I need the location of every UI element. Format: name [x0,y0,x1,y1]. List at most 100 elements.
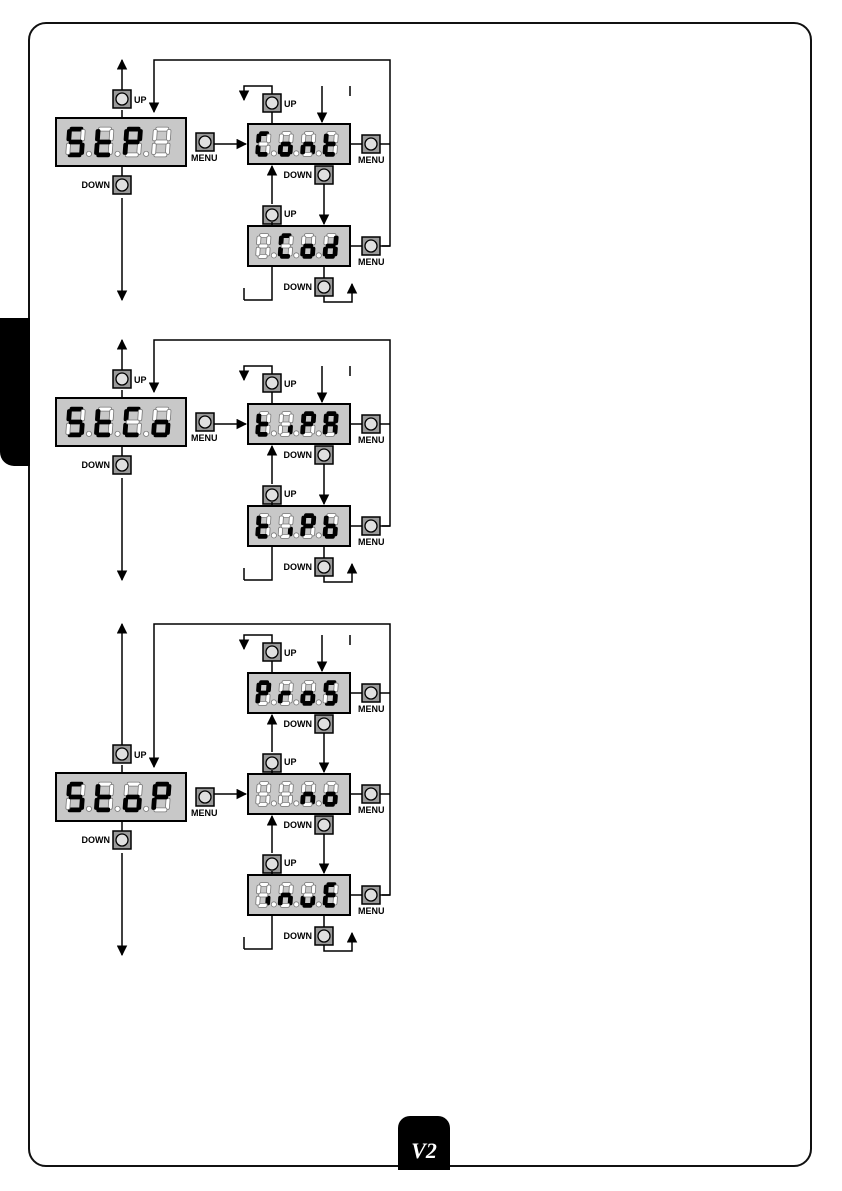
panel-2-sub-1-menu-button[interactable] [362,415,380,433]
panel-3-main-menu-button-knob[interactable] [199,791,211,803]
panel-2-sub-1-display-dot-3 [316,431,321,436]
panel-2-sub-2-display-dot-2 [294,533,299,538]
panel-2-sub-2-menu-button-knob[interactable] [365,520,377,532]
panel-3-sub-3-up-button-knob[interactable] [266,858,278,870]
panel-2-main-display-dot-3 [144,431,149,436]
panel-3-main-up-button-knob[interactable] [116,748,128,760]
panel-1-sub-2-display-dot-3 [316,253,321,258]
panel-3-sub-2-down-button[interactable] [315,816,333,834]
panel-3-top-up-button[interactable] [263,643,281,661]
panel-2-main-display-dot-1 [86,431,91,436]
panel-1-sub-2-up-button[interactable] [263,206,281,224]
panel-1-sub-2-menu-button[interactable] [362,237,380,255]
panel-2-sub-1-display-dot-1 [271,431,276,436]
panel-3-sub-1-menu-button-knob[interactable] [365,687,377,699]
panel-2-main-up-button-knob[interactable] [116,373,128,385]
panel-3-main-down-label: DOWN [82,835,111,845]
panel-3-sub-2-up-button[interactable] [263,754,281,772]
panel-1-top-up-button-knob[interactable] [266,97,278,109]
panel-3-main-down-button-knob[interactable] [116,834,128,846]
panel-2-bottom-up-exit [244,546,272,580]
panel-2-main-menu-label: MENU [191,433,218,443]
panel-3-bottom-up-exit [244,915,272,949]
panel-2-main-menu-button-knob[interactable] [199,416,211,428]
panel-2-main-down-button-knob[interactable] [116,459,128,471]
panel-2-bottom-down-button-knob[interactable] [318,561,330,573]
panel-2-top-up-button[interactable] [263,374,281,392]
panel-2-main-up-button[interactable] [113,370,131,388]
panel-2-main-down-button[interactable] [113,456,131,474]
panel-2-sub-2-display [248,506,350,546]
panel-3-sub-3-menu-button-knob[interactable] [365,889,377,901]
panel-2-bottom-down-label: DOWN [284,562,313,572]
panel-3-sub-2-up-button-knob[interactable] [266,757,278,769]
panel-1-sub-1-display-dot-1 [271,151,276,156]
panel-1-main-down-label: DOWN [82,180,111,190]
panel-2-sub-1-down-button-knob[interactable] [318,449,330,461]
panel-3-sub-2-menu-button-knob[interactable] [365,788,377,800]
panel-2-bottom-down-button[interactable] [315,558,333,576]
panel-1-sub-2-menu-button-knob[interactable] [365,240,377,252]
panel-2-sub-2-display-dot-3 [316,533,321,538]
panel-3-sub-1-down-button[interactable] [315,715,333,733]
panel-2-sub-2-up-button-knob[interactable] [266,489,278,501]
panel-1-main-display-dot-1 [86,151,91,156]
panel-3-main-up-button[interactable] [113,745,131,763]
panel-3-sub-3-up-button[interactable] [263,855,281,873]
panel-1-sub-2-menu-label: MENU [358,257,385,267]
panel-1-sub-1-menu-button[interactable] [362,135,380,153]
panel-3-sub-2-menu-label: MENU [358,805,385,815]
panel-1-sub-1-display [248,124,350,164]
panel-2-main-menu-button[interactable] [196,413,214,431]
panel-2-main-display [56,398,186,446]
panel-2-sub-1-menu-label: MENU [358,435,385,445]
panel-3-sub-3-menu-button[interactable] [362,886,380,904]
panel-3-main-menu-button[interactable] [196,788,214,806]
panel-1-top-up-button[interactable] [263,94,281,112]
panel-1-bottom-down-label: DOWN [284,282,313,292]
panel-3-sub-1-down-button-knob[interactable] [318,718,330,730]
panel-1-main-up-label: UP [134,95,147,105]
panel-1-main-menu-button-knob[interactable] [199,136,211,148]
panel-3-top-up-label: UP [284,648,297,658]
panel-2-sub-1-down-label: DOWN [284,450,313,460]
panel-2-sub-2-up-button[interactable] [263,486,281,504]
panel-3-sub-3-display [248,875,350,915]
panel-2-sub-1-menu-button-knob[interactable] [365,418,377,430]
panel-3-top-up-button-knob[interactable] [266,646,278,658]
panel-3-sub-1-menu-button[interactable] [362,684,380,702]
panel-1-sub-1-menu-button-knob[interactable] [365,138,377,150]
panel-2-sub-2-menu-label: MENU [358,537,385,547]
panel-1-main-down-button[interactable] [113,176,131,194]
panel-1-sub-1-down-button[interactable] [315,166,333,184]
panel-3-bottom-down-button[interactable] [315,927,333,945]
panel-3-main-menu-label: MENU [191,808,218,818]
panel-1-sub-2-up-button-knob[interactable] [266,209,278,221]
panel-3-sub-1-display [248,673,350,713]
panel-2-top-up-button-knob[interactable] [266,377,278,389]
panel-3-sub-2-menu-button[interactable] [362,785,380,803]
panel-2-sub-2-menu-button[interactable] [362,517,380,535]
panel-1-main-up-button-knob[interactable] [116,93,128,105]
panel-2-main-display-dot-2 [115,431,120,436]
panel-3-sub-2-down-button-knob[interactable] [318,819,330,831]
panel-3-main-display [56,773,186,821]
panel-1-bottom-up-exit [244,266,272,300]
panel-1-bottom-down-button[interactable] [315,278,333,296]
panel-1-sub-1-down-button-knob[interactable] [318,169,330,181]
panel-2-sub-1-down-button[interactable] [315,446,333,464]
panel-3-main-down-button[interactable] [113,831,131,849]
panel-1-sub-2-display [248,226,350,266]
panel-1-sub-2-up-label: UP [284,209,297,219]
panel-2-main-up-label: UP [134,375,147,385]
panel-2-sub-2-up-label: UP [284,489,297,499]
panel-3-bottom-down-button-knob[interactable] [318,930,330,942]
panel-1-bottom-down-button-knob[interactable] [318,281,330,293]
panel-1-main-up-button[interactable] [113,90,131,108]
panel-3-sub-2-display-dot-1 [271,801,276,806]
panel-3-main-display-dot-2 [115,806,120,811]
panel-1-main-down-button-knob[interactable] [116,179,128,191]
panel-1-main-menu-button[interactable] [196,133,214,151]
panel-2-sub-1-display-dot-2 [294,431,299,436]
